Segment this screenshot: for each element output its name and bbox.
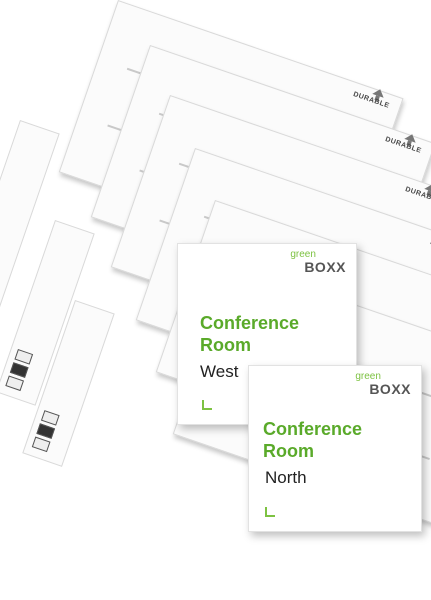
greenboxx-logo: green BOXX (355, 372, 411, 397)
up-arrow-icon (404, 132, 418, 143)
card-room: North (265, 468, 307, 487)
up-arrow-icon (372, 87, 386, 98)
care-symbols (5, 348, 34, 392)
logo-boxx-text: BOXX (304, 259, 346, 275)
logo-green-text: green (290, 249, 316, 260)
card-title: Conference Room (263, 419, 363, 461)
corner-mark-icon (202, 400, 212, 410)
corner-mark-icon (265, 507, 275, 517)
card-room: West (200, 362, 239, 381)
care-symbols (31, 410, 60, 453)
sign-card-north: green BOXX Conference Room North (248, 365, 422, 532)
greenboxx-logo: green BOXX (290, 250, 346, 275)
card-title: Conference Room (200, 313, 300, 355)
logo-boxx-text: BOXX (369, 381, 411, 397)
logo-green-text: green (355, 371, 381, 382)
up-arrow-icon (424, 182, 431, 193)
